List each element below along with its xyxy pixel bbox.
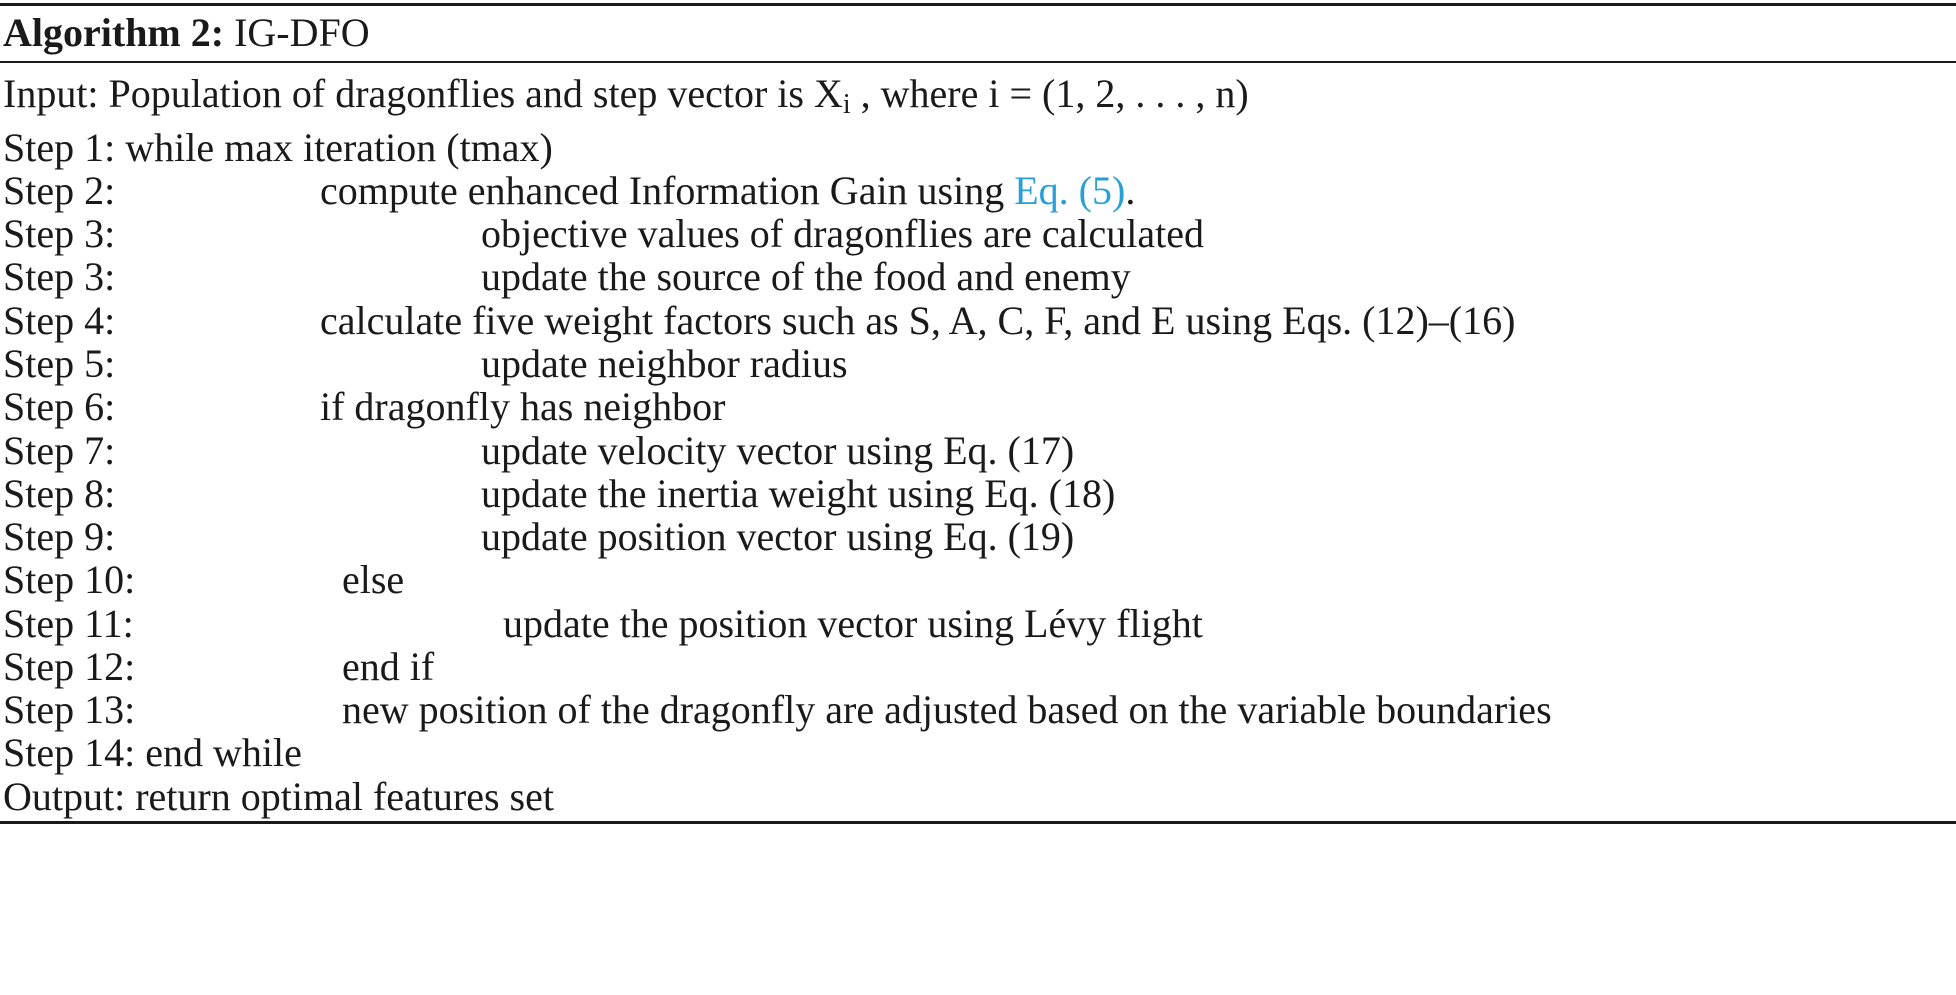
eq-5-link[interactable]: Eq. (5) (1014, 168, 1126, 213)
step-text: update velocity vector using Eq. (17) (481, 428, 1075, 473)
step-label: Step 4: (3, 298, 116, 343)
step-1-text: Step 1: while max iteration (tmax) (3, 125, 553, 170)
step-text: update the position vector using Lévy fl… (503, 601, 1203, 646)
step-label: Step 8: (3, 471, 116, 516)
input-text: Input: Population of dragonflies and ste… (3, 67, 1249, 121)
algorithm-title: Algorithm 2: IG-DFO (3, 8, 370, 58)
step-label: Step 13: (3, 687, 136, 732)
step-text: if dragonfly has neighbor (320, 384, 726, 429)
step-label: Step 3: (3, 211, 116, 256)
step-text: else (342, 557, 405, 602)
step-label: Step 7: (3, 428, 116, 473)
input-subscript: i (842, 89, 851, 120)
step-text: calculate five weight factors such as S,… (320, 298, 1516, 343)
algorithm-label: Algorithm 2: (3, 10, 225, 55)
step-label: Step 5: (3, 341, 116, 386)
bottom-rule (0, 821, 1956, 824)
step-text: update position vector using Eq. (19) (481, 514, 1075, 559)
header-rule (0, 61, 1956, 63)
output-text: Output: return optimal features set (3, 774, 554, 819)
step-label: Step 11: (3, 601, 134, 646)
step-text: new position of the dragonfly are adjust… (342, 687, 1552, 732)
step-label: Step 10: (3, 557, 136, 602)
step-label: Step 2: (3, 168, 116, 213)
step-label: Step 12: (3, 644, 136, 689)
step-label: Step 9: (3, 514, 116, 559)
input-prefix: Input: Population of dragonflies and ste… (3, 71, 843, 116)
top-rule (0, 3, 1956, 6)
step-text: objective values of dragonflies are calc… (481, 211, 1204, 256)
input-suffix: , where i = (1, 2, . . . , n) (850, 71, 1249, 116)
step-2-text: compute enhanced Information Gain using … (320, 164, 1135, 218)
step-text: update the inertia weight using Eq. (18) (481, 471, 1116, 516)
step-text: end if (342, 644, 435, 689)
step-2-after: . (1125, 168, 1136, 213)
step-label: Step 3: (3, 254, 116, 299)
step-14-text: Step 14: end while (3, 730, 302, 775)
step-text: update the source of the food and enemy (481, 254, 1131, 299)
step-2-before: compute enhanced Information Gain using (320, 168, 1015, 213)
step-text: update neighbor radius (481, 341, 848, 386)
step-label: Step 6: (3, 384, 116, 429)
algorithm-name: IG-DFO (234, 10, 370, 55)
